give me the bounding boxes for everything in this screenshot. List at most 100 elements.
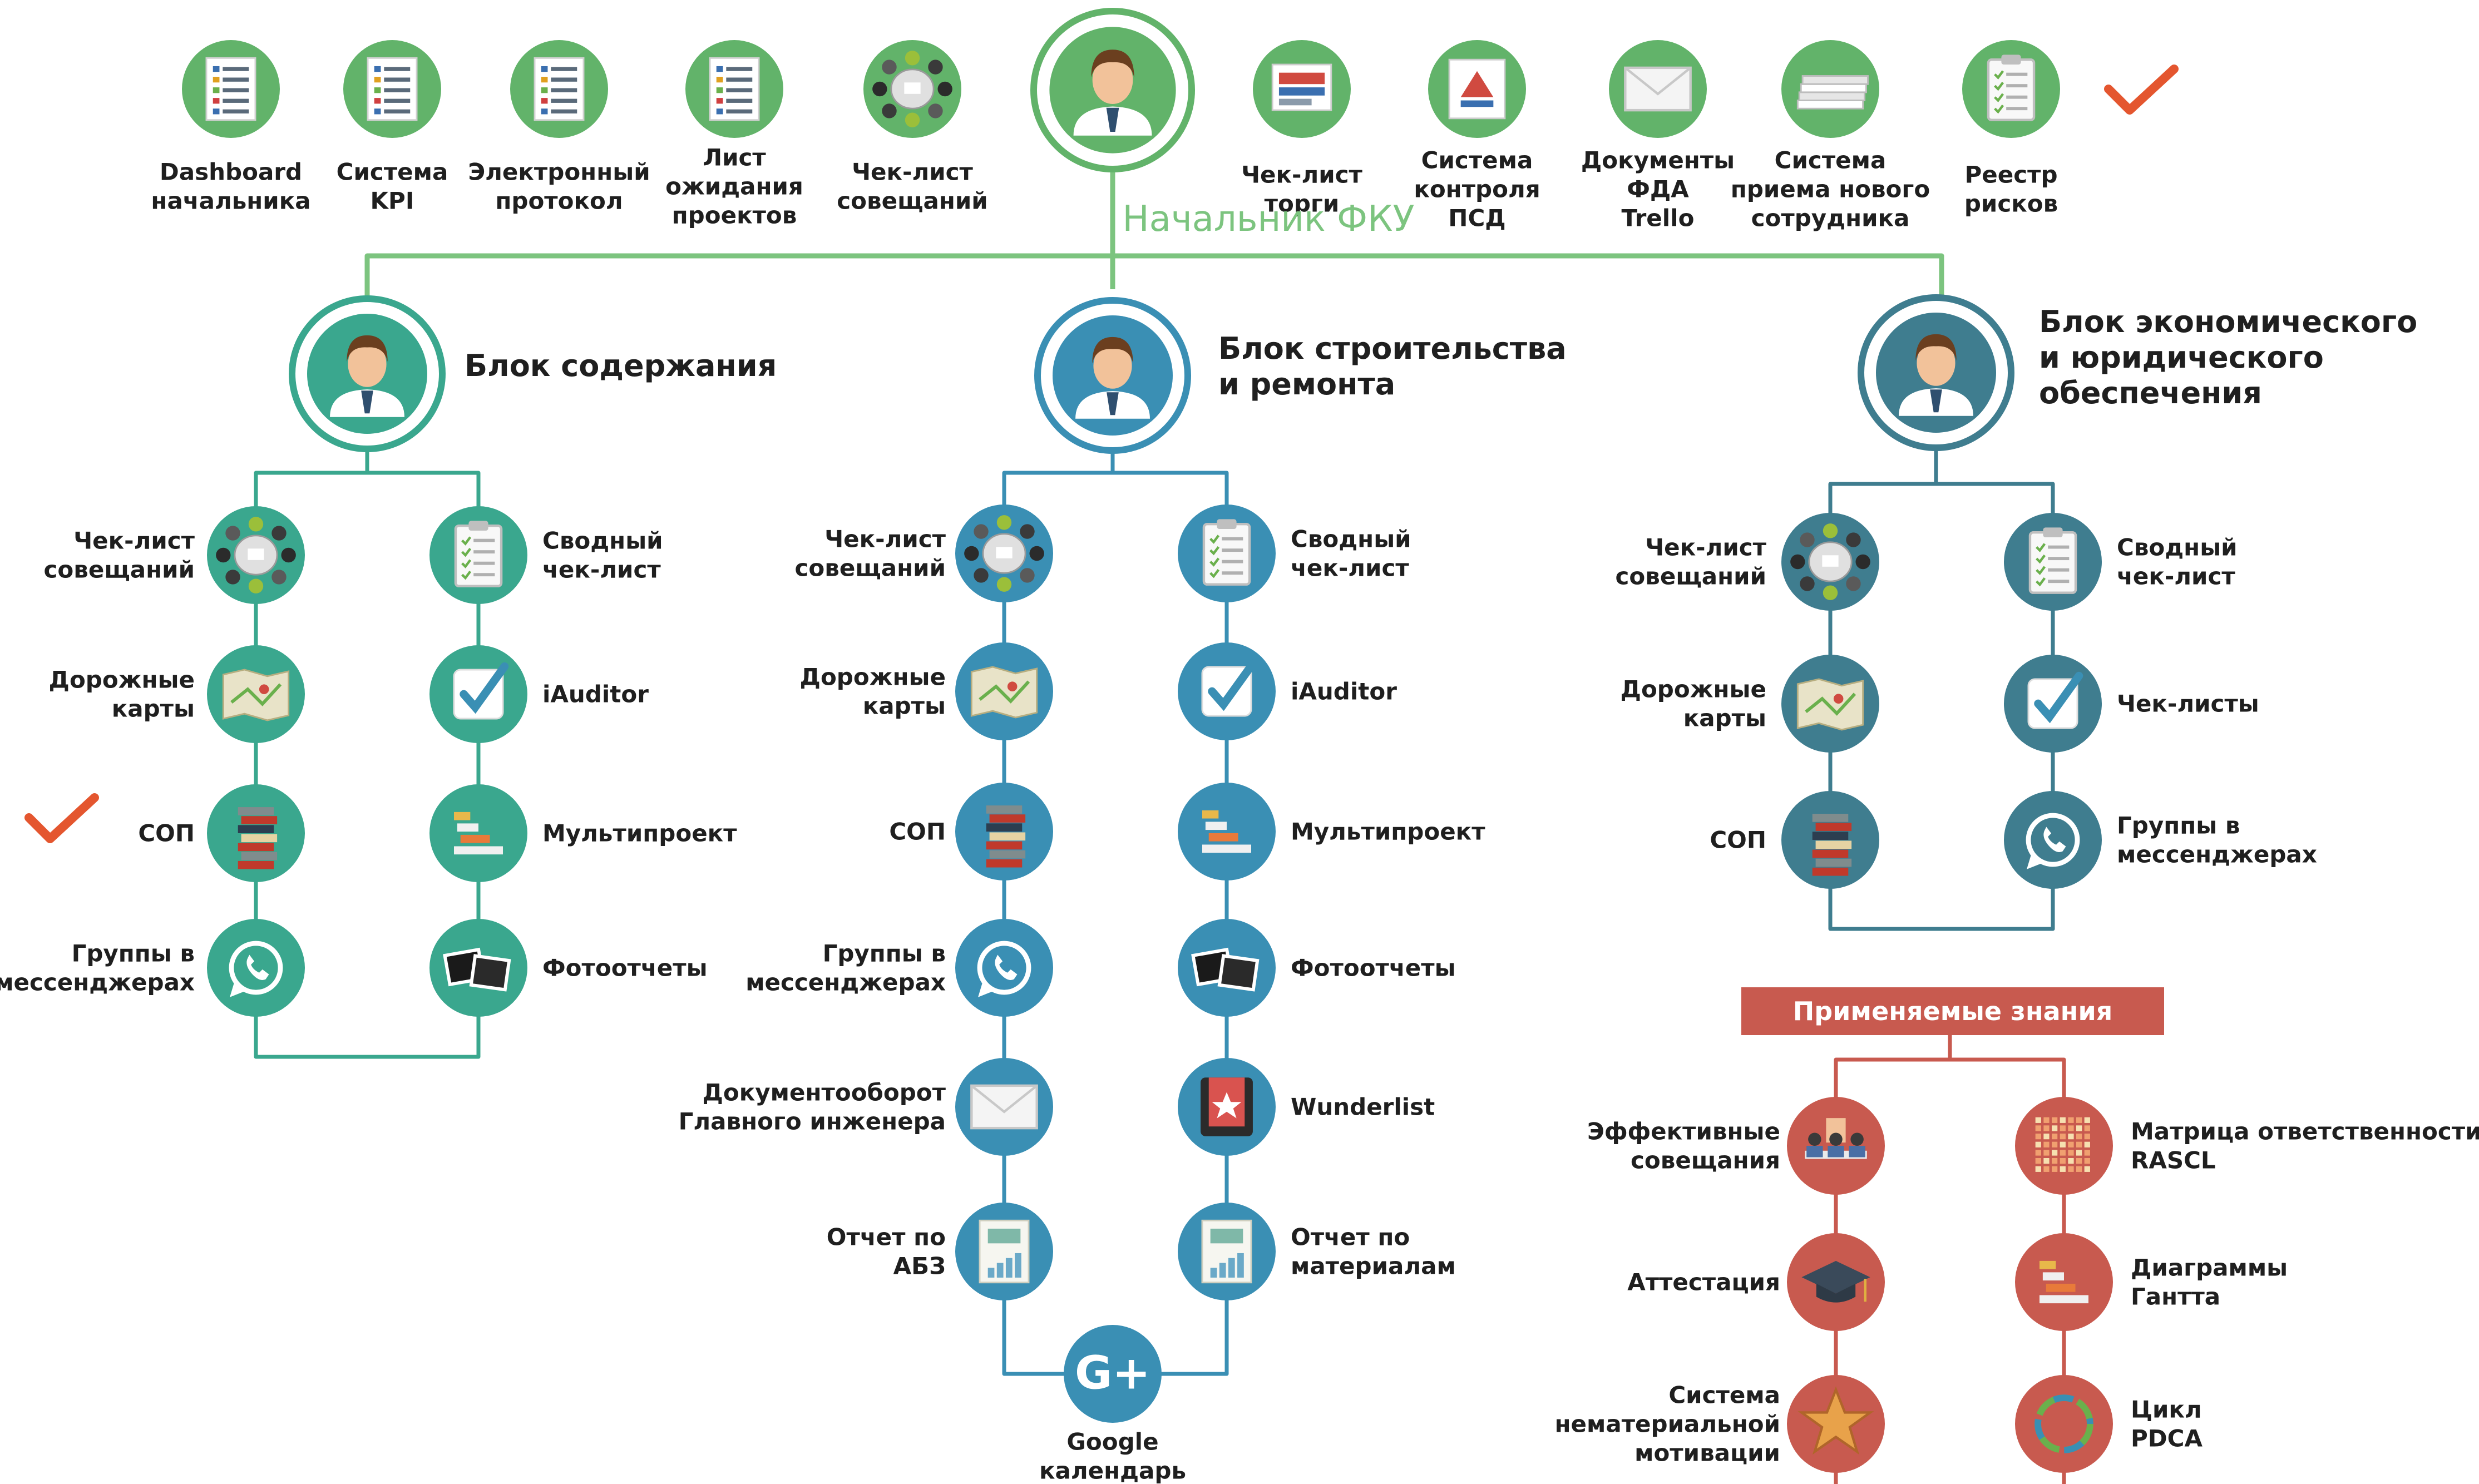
top-tool-r0[interactable]: [1253, 40, 1351, 138]
checkbox-icon: [453, 662, 509, 720]
chief-avatar[interactable]: [1030, 8, 1195, 172]
knowledge-node[interactable]: [1787, 1375, 1885, 1473]
block-head-avatar-0[interactable]: [289, 295, 446, 452]
top-tool-1[interactable]: [343, 40, 441, 138]
block-tool[interactable]: [1178, 642, 1276, 740]
report-icon: [979, 1219, 1030, 1284]
gantt-icon: [1202, 810, 1251, 853]
knowledge-node[interactable]: [1787, 1233, 1885, 1331]
top-tool-0[interactable]: [182, 40, 280, 138]
block-tool[interactable]: [207, 645, 305, 743]
person-icon: [330, 335, 404, 417]
whatsapp-icon: [2026, 813, 2080, 869]
knowledge-node[interactable]: [2015, 1097, 2113, 1195]
top-tool-2[interactable]: [510, 40, 608, 138]
block-tool-label: СОП: [138, 820, 195, 847]
block-tool[interactable]: [2004, 513, 2102, 611]
gantt-icon: [454, 812, 503, 855]
block-tool[interactable]: [955, 783, 1053, 880]
block-tool[interactable]: [429, 506, 527, 604]
clipboard-icon: [1987, 55, 2036, 121]
paper-stack-icon: [1796, 75, 1869, 110]
top-tool-r4[interactable]: [1962, 40, 2060, 138]
block-tool[interactable]: [955, 504, 1053, 602]
top-tool-3[interactable]: [685, 40, 783, 138]
block-tool[interactable]: [2004, 791, 2102, 889]
meeting-people-icon: [1805, 1118, 1867, 1159]
block-title: Блок содержания: [465, 348, 777, 383]
protocol-document-icon: [534, 57, 585, 121]
block-tool[interactable]: [429, 645, 527, 743]
block-tool[interactable]: G+: [1064, 1325, 1162, 1423]
block-tool-label: Фотоотчеты: [1291, 954, 1456, 982]
books-icon: [986, 805, 1026, 868]
block-tool[interactable]: [1178, 504, 1276, 602]
map-icon: [970, 666, 1038, 719]
block-tool[interactable]: [207, 506, 305, 604]
block-tool[interactable]: [1781, 513, 1879, 611]
block-tool[interactable]: [1178, 919, 1276, 1017]
block-tool[interactable]: [1178, 1058, 1276, 1156]
knowledge-node[interactable]: [2015, 1233, 2113, 1331]
block-tool[interactable]: [955, 919, 1053, 1017]
top-tool-r3[interactable]: [1781, 40, 1879, 138]
block-tool[interactable]: [1178, 1203, 1276, 1300]
block-tool[interactable]: [955, 1203, 1053, 1300]
block-head-avatar-1[interactable]: [1034, 297, 1191, 454]
person-icon: [1075, 337, 1150, 419]
knowledge-node[interactable]: [1787, 1097, 1885, 1195]
knowledge-label: Аттестация: [1627, 1269, 1780, 1296]
block-tool[interactable]: [1781, 791, 1879, 889]
block-tool[interactable]: [2004, 655, 2102, 753]
block-tool[interactable]: [955, 642, 1053, 740]
block-tool-label: Wunderlist: [1291, 1094, 1435, 1121]
block-tool[interactable]: [207, 919, 305, 1017]
psd-control-icon: [1448, 58, 1506, 120]
knowledge-header: Применяемые знания: [1741, 987, 2164, 1035]
block-tool-label: iAuditor: [1291, 678, 1397, 705]
photos-icon: [443, 947, 511, 992]
block-head-avatar-2[interactable]: [1858, 294, 2014, 451]
block-tool-label: СОП: [889, 818, 946, 845]
block-tool[interactable]: [955, 1058, 1053, 1156]
block-tool[interactable]: [429, 784, 527, 882]
block-tool[interactable]: [207, 784, 305, 882]
block-tool[interactable]: [429, 919, 527, 1017]
top-tool-r2[interactable]: [1609, 40, 1707, 138]
top-tool-4[interactable]: [863, 40, 961, 138]
whatsapp-icon: [977, 941, 1031, 997]
block-tool-label: СОП: [1710, 827, 1766, 854]
map-icon: [222, 669, 290, 721]
meeting-table-icon: [216, 517, 296, 593]
block-tool[interactable]: [1781, 655, 1879, 753]
matrix-icon: [2035, 1117, 2090, 1172]
cycle-icon: [2034, 1394, 2093, 1453]
block-tool[interactable]: [1178, 783, 1276, 880]
top-tool-r1[interactable]: [1428, 40, 1526, 138]
svg-text:G+: G+: [1075, 1347, 1150, 1399]
clipboard-icon: [454, 521, 503, 587]
block-tool-label: Фотоотчеты: [542, 954, 708, 982]
knowledge-node[interactable]: [2015, 1375, 2113, 1473]
